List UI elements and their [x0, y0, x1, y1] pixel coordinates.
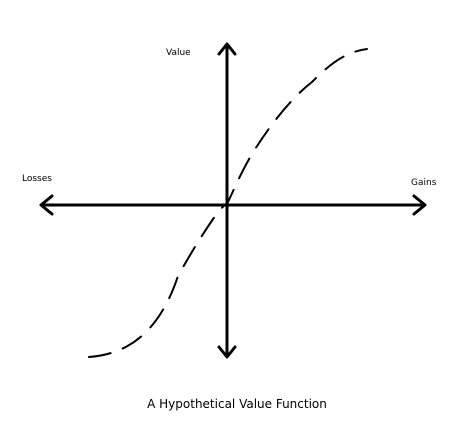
- bottom-arrowhead: [217, 345, 237, 359]
- value-function-curve: [88, 48, 368, 358]
- diagram-caption: A Hypothetical Value Function: [147, 397, 327, 411]
- top-arrowhead: [217, 42, 237, 56]
- value-axis-label: Value: [166, 48, 191, 58]
- left-arrowhead: [39, 194, 54, 216]
- right-arrowhead: [412, 194, 427, 216]
- gains-label: Gains: [411, 178, 437, 188]
- losses-label: Losses: [22, 174, 52, 184]
- horizontal-axis: [39, 194, 427, 216]
- vertical-axis: [217, 42, 237, 359]
